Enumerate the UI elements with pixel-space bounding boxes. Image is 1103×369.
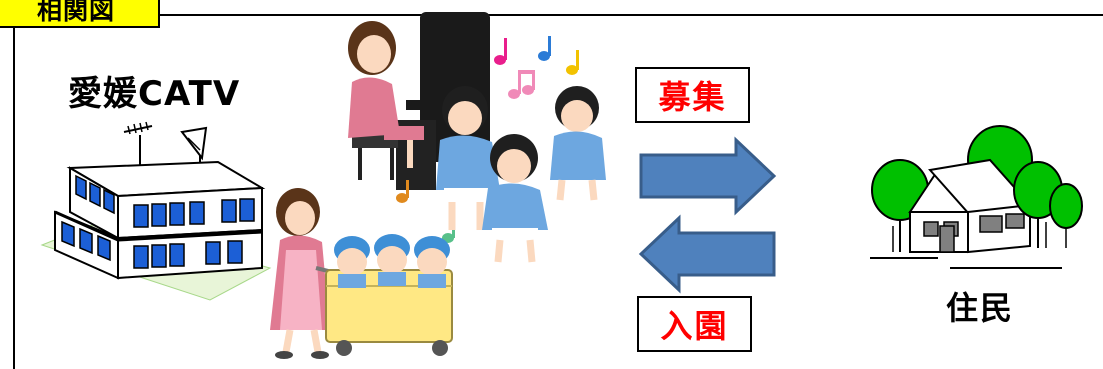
catv-label: 愛媛CATV: [68, 74, 241, 114]
resident-label: 住民: [946, 289, 1015, 327]
arrow-left-enroll: [638, 214, 776, 294]
catv-building-icon: [40, 121, 272, 301]
nursery-children-illustration: [270, 12, 606, 359]
recruit-label-box: 募集: [635, 67, 750, 123]
frame-left-line: [13, 14, 15, 369]
house-with-trees-icon: [870, 125, 1083, 269]
frame-top-line: [160, 14, 1103, 16]
enroll-label-box: 入園: [637, 296, 752, 352]
arrow-right-recruit: [639, 136, 777, 216]
diagram-title: 相関図: [0, 0, 160, 28]
